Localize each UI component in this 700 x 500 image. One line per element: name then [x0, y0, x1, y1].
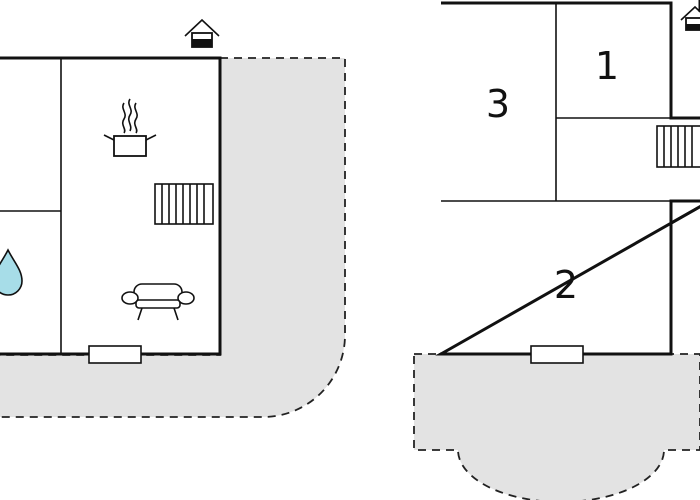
- cooking-pot-icon: [103, 98, 157, 157]
- ground-floor: [0, 18, 346, 418]
- window-icon: [530, 345, 584, 364]
- room-label-1: 1: [595, 44, 619, 88]
- room-label-3: 3: [486, 82, 510, 126]
- stairs-icon: [656, 125, 700, 168]
- armchair-icon: [121, 283, 195, 321]
- water-drop-icon: [0, 248, 23, 296]
- entrance-icon: [184, 18, 220, 48]
- upper-floor: 1 3 2: [413, 0, 700, 500]
- window-icon: [88, 345, 142, 364]
- upper-floor-balcony: [413, 353, 700, 500]
- ground-floor-terrace: [0, 57, 346, 418]
- entrance-icon: [680, 5, 700, 31]
- stairs-icon: [154, 183, 214, 225]
- room-label-2: 2: [554, 263, 578, 307]
